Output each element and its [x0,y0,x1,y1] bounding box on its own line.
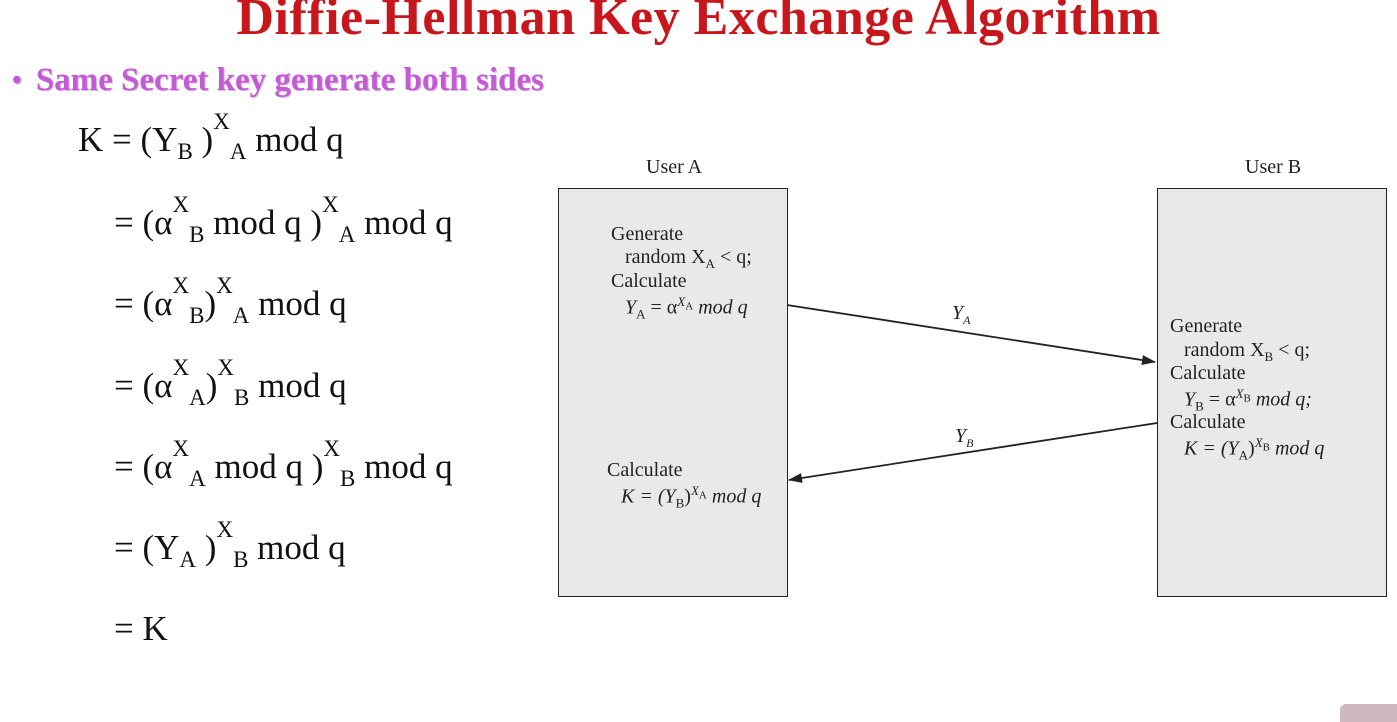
equation-line-6: = (YA )XB mod q [114,517,346,572]
user-a-ya-formula: YA = αXA mod q [625,294,748,322]
equation-line-7: = K [114,609,168,648]
user-b-box [1157,188,1387,597]
equation-line-5: = (αXA mod q )XB mod q [114,436,453,491]
user-a-calculate-2: Calculate [607,459,683,481]
user-a-box [558,188,788,597]
user-a-generate: Generate [611,223,684,245]
user-b-calculate-2: Calculate [1170,411,1246,433]
bullet-text: Same Secret key generate both sides [35,62,544,98]
bullet-dot-icon: • [12,64,22,96]
arrow-label-ya: YA [952,302,971,327]
user-a-k-formula: K = (YB)XA mod q [621,483,762,511]
equation-line-3: = (αXB)XA mod q [114,273,347,328]
user-a-random: random XA < q; [625,246,752,271]
slide-title: Diffie-Hellman Key Exchange Algorithm [236,0,1161,46]
user-a-calculate-1: Calculate [611,270,687,292]
user-b-k-formula: K = (YA)XB mod q [1184,435,1325,463]
user-b-label: User B [1245,156,1302,178]
arrow-label-yb: YB [955,425,974,450]
user-b-calculate-1: Calculate [1170,362,1246,384]
user-b-random: random XB < q; [1184,339,1311,364]
bullet-point: • Same Secret key generate both sides [12,62,544,99]
equation-line-2: = (αXB mod q )XA mod q [114,192,453,247]
user-a-label: User A [646,156,703,178]
user-b-yb-formula: YB = αXB mod q; [1184,386,1312,414]
user-b-generate: Generate [1170,315,1243,337]
equation-line-1: K = (YB )XA mod q [78,109,344,164]
arrow-a-to-b [786,304,1156,365]
presenter-thumbnail [1340,704,1397,722]
equation-line-4: = (αXA)XB mod q [114,355,347,410]
